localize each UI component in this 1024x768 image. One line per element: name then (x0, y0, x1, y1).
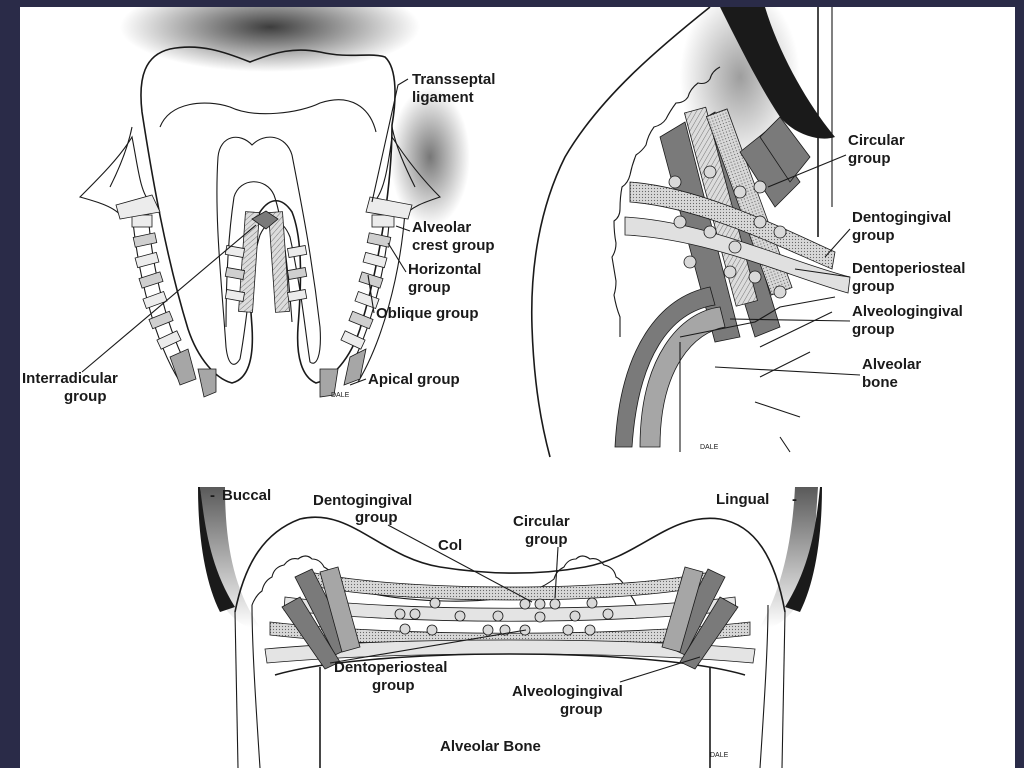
leader-dentogingival (824, 228, 851, 258)
label-col: Col (438, 537, 462, 554)
label-transseptal-2: ligament (412, 89, 474, 106)
pulp-inner-2 (225, 196, 235, 328)
pulp-chamber (216, 136, 321, 365)
label-lingual-marker: - (792, 491, 797, 508)
tooth-outline (140, 46, 396, 384)
leader-apical (349, 378, 367, 386)
gingiva-left (78, 135, 151, 218)
leader-col-dentogingival (387, 524, 533, 603)
label-col-alveologingival-1: Alveologingival (512, 683, 623, 700)
crown-shadow (120, 7, 420, 72)
label-col-circular-1: Circular (513, 513, 570, 530)
col-panel: DALE - Buccal Lingual - Dentogingival gr… (198, 487, 822, 768)
gingiva-signature: DALE (700, 444, 719, 451)
interdental-shadow (390, 87, 470, 227)
label-alveolar-crest-2: crest group (412, 237, 495, 254)
label-horizontal-2: group (408, 279, 451, 296)
label-oblique: Oblique group (376, 305, 479, 322)
buccal-tooth-edge (198, 487, 235, 612)
tooth-panel: DALE Transseptal ligament Alveolar crest… (22, 7, 495, 405)
label-circular-1: Circular (848, 132, 905, 149)
periodontal-fiber-diagram: DALE Transseptal ligament Alveolar crest… (22, 7, 965, 768)
epithelium-wavy (611, 66, 721, 337)
leader-alveologingival (729, 318, 851, 322)
leader-dentoperiosteal (794, 268, 851, 278)
gingiva-right (373, 135, 442, 218)
pdl-fibers-left (131, 211, 217, 398)
label-alveologingival-2: group (852, 321, 895, 338)
leader-alveolar-crest (395, 225, 411, 232)
leader-col-alveologingival (619, 656, 701, 683)
inner-root-fibers (224, 245, 308, 302)
bone-crest-left (115, 194, 161, 220)
lingual-outer-edge (781, 611, 786, 768)
label-buccal: Buccal (222, 487, 271, 504)
lingual-tooth-edge (785, 487, 822, 612)
buccal-inner-edge (251, 604, 261, 768)
col-fiber-bands (264, 566, 756, 676)
bone-crest-right (365, 196, 413, 220)
gingival-surface (530, 7, 711, 458)
bone-trabecula-2 (759, 351, 811, 378)
leader-oblique (367, 274, 375, 314)
slide-panel: DALE Transseptal ligament Alveolar crest… (20, 7, 1015, 768)
col-gingival-outline (234, 516, 786, 613)
label-dentogingival-1: Dentogingival (852, 209, 951, 226)
label-alveolar-bone-2: bone (862, 374, 898, 391)
lingual-inner-edge (759, 604, 769, 768)
enamel-line (159, 99, 377, 133)
label-dentoperiosteal-2: group (852, 278, 895, 295)
leader-interradicular (81, 224, 257, 373)
leader-col-circular (554, 546, 559, 599)
leader-transseptal (371, 78, 409, 203)
label-col-dentoperiosteal-1: Dentoperiosteal (334, 659, 447, 676)
label-col-circular-2: group (525, 531, 568, 548)
label-col-alveolar-bone: Alveolar Bone (440, 738, 541, 755)
gingival-fiber-bands (614, 106, 851, 448)
tooth-signature: DALE (331, 392, 350, 399)
bone-top (679, 296, 836, 338)
label-lingual: Lingual (716, 491, 769, 508)
buccal-outer-edge (234, 611, 239, 768)
gingiva-panel: DALE Circular group Dentogingival group … (530, 7, 965, 458)
bone-trabecula-1 (759, 311, 833, 348)
pdl-fibers-right (319, 211, 406, 398)
label-apical: Apical group (368, 371, 460, 388)
label-circular-2: group (848, 150, 891, 167)
label-dentogingival-2: group (852, 227, 895, 244)
label-alveologingival-1: Alveologingival (852, 303, 963, 320)
bone-trabecula-4 (779, 436, 791, 453)
leader-horizontal (387, 242, 407, 273)
label-col-dentoperiosteal-2: group (372, 677, 415, 694)
label-transseptal-1: Transseptal (412, 71, 495, 88)
pulp-inner (233, 181, 293, 323)
col-signature: DALE (710, 752, 729, 759)
label-col-dentogingival-2: group (355, 509, 398, 526)
col-epithelium (251, 555, 637, 606)
label-interradicular-1: Interradicular (22, 370, 118, 387)
label-dentoperiosteal-1: Dentoperiosteal (852, 260, 965, 277)
label-alveolar-bone-1: Alveolar (862, 356, 921, 373)
label-interradicular-2: group (64, 388, 107, 405)
leader-col-dentoperiosteal (329, 629, 527, 664)
interradicular-fibers (238, 210, 290, 313)
label-alveolar-crest-1: Alveolar (412, 219, 471, 236)
leader-circular (767, 154, 847, 188)
buccal-tooth-shade (200, 487, 260, 628)
bone-trabecula-3 (754, 401, 801, 418)
label-col-dentogingival-1: Dentogingival (313, 492, 412, 509)
leader-alveolar-bone (714, 366, 861, 376)
label-buccal-marker: - (210, 487, 215, 504)
label-col-alveologingival-2: group (560, 701, 603, 718)
label-horizontal-1: Horizontal (408, 261, 481, 278)
